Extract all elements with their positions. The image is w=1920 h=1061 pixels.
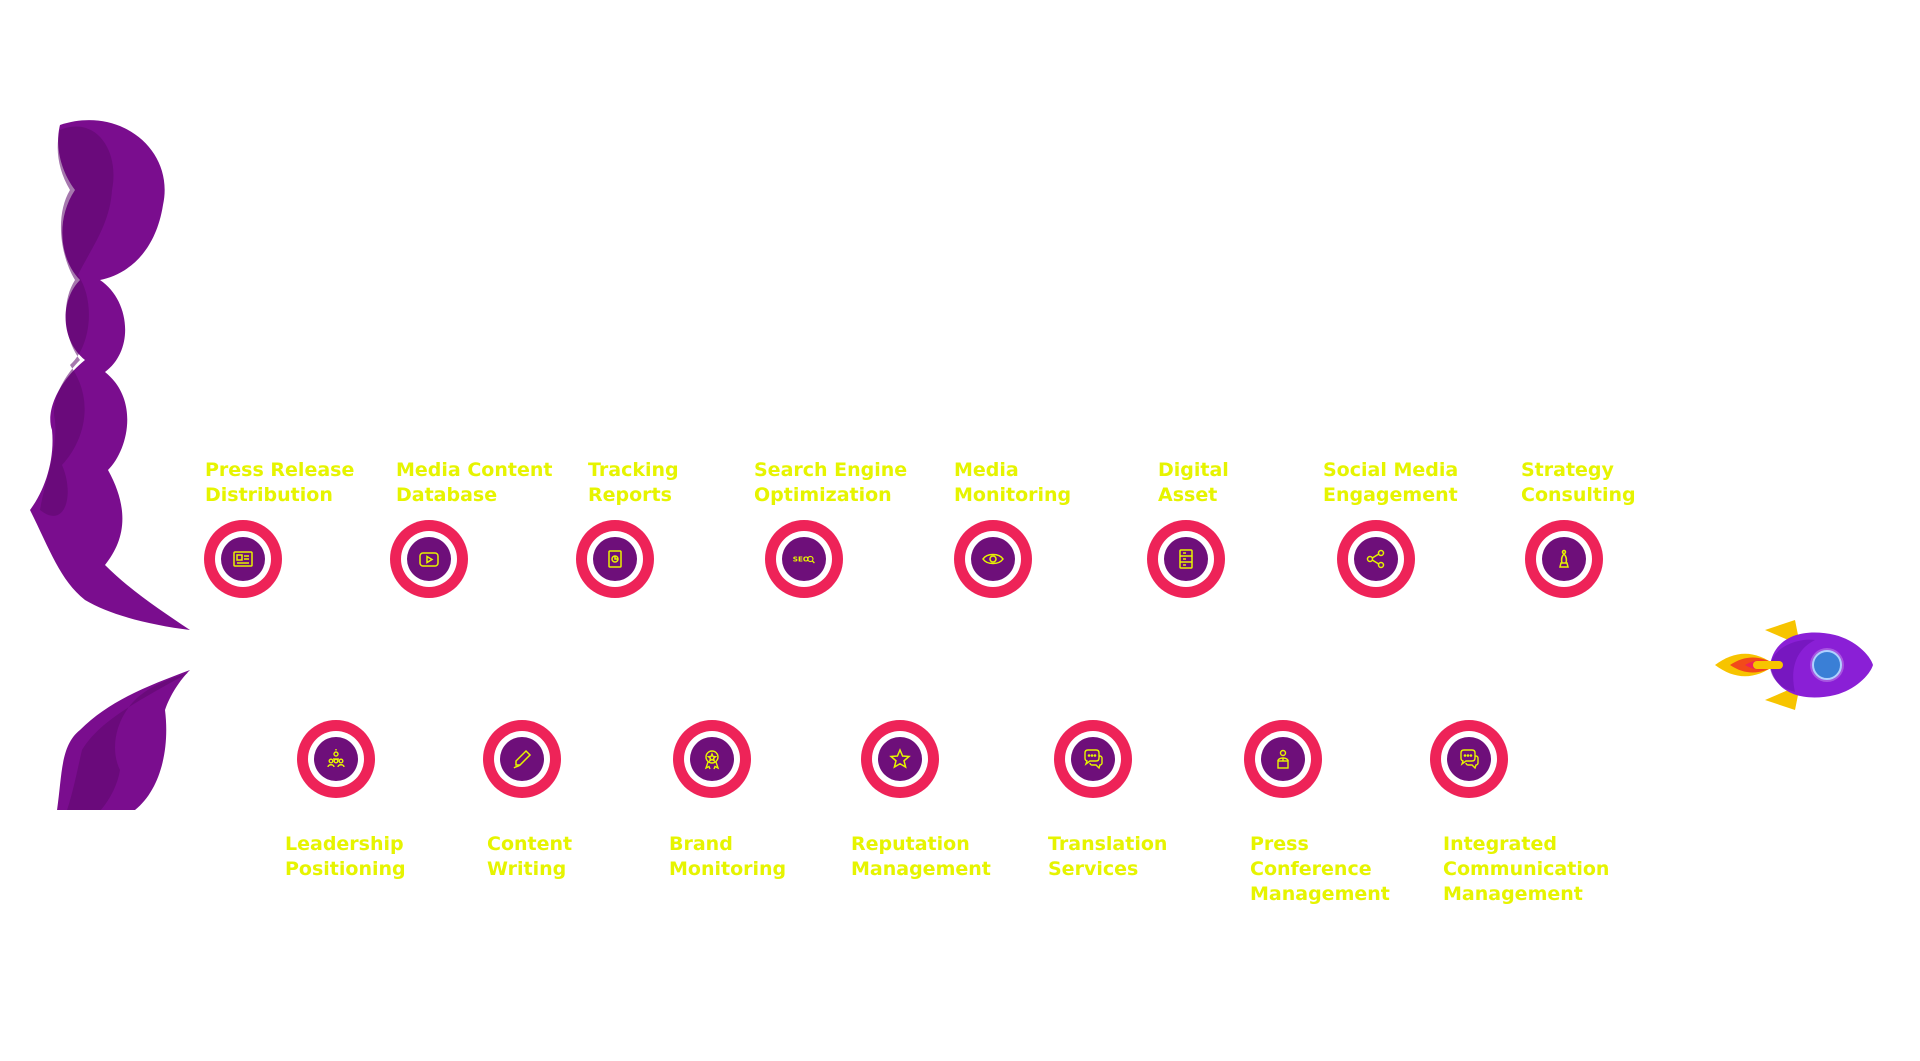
service-button[interactable] [861, 720, 939, 798]
service-button[interactable] [390, 520, 468, 598]
service-button[interactable] [576, 520, 654, 598]
service-label: Content Writing [487, 833, 573, 880]
service-label: Digital Asset [1158, 459, 1229, 506]
service-button[interactable] [1525, 520, 1603, 598]
service-button[interactable]: SEO [765, 520, 843, 598]
service-button[interactable] [204, 520, 282, 598]
rocket-illustration [1715, 620, 1873, 710]
service-label: Translation Services [1048, 833, 1168, 880]
service-button[interactable] [1244, 720, 1322, 798]
service-label: Search Engine Optimization [754, 459, 908, 506]
service-button[interactable] [954, 520, 1032, 598]
video-play-icon [419, 552, 439, 567]
service-label: Leadership Positioning [285, 833, 406, 880]
svg-text:SEO: SEO [793, 554, 809, 563]
speaker-podium-icon [1277, 749, 1289, 769]
service-button[interactable] [673, 720, 751, 798]
service-button[interactable] [1054, 720, 1132, 798]
eye-icon [982, 553, 1004, 565]
service-button[interactable] [1147, 520, 1225, 598]
newspaper-icon [233, 551, 253, 567]
service-label: Press Conference Management [1250, 833, 1390, 905]
service-label: Media Content Database [396, 459, 553, 506]
team-leader-icon [327, 749, 345, 768]
service-label: Reputation Management [851, 833, 991, 880]
network-share-icon [1366, 549, 1385, 569]
service-button[interactable] [297, 720, 375, 798]
service-label: Strategy Consulting [1521, 459, 1636, 506]
service-label: Integrated Communication Management [1443, 833, 1610, 905]
service-label: Brand Monitoring [669, 833, 787, 880]
service-button[interactable] [1430, 720, 1508, 798]
smoke-cloud-illustration [30, 120, 190, 810]
service-label: Press Release Distribution [205, 459, 355, 506]
service-button[interactable] [1337, 520, 1415, 598]
service-button[interactable] [483, 720, 561, 798]
service-label: Media Monitoring [954, 459, 1072, 506]
badge-award-icon [704, 750, 720, 770]
pen-writing-icon [513, 749, 532, 769]
chess-strategy-icon [1559, 549, 1569, 568]
report-document-icon [608, 550, 622, 568]
service-label: Social Media Engagement [1323, 459, 1459, 506]
communication-chat-icon [1460, 749, 1479, 770]
star-icon [889, 748, 911, 769]
chat-bubbles-icon [1084, 749, 1103, 770]
service-label: Tracking Reports [588, 459, 679, 506]
seo-search-icon: SEO [793, 554, 815, 564]
server-icon [1179, 549, 1193, 569]
